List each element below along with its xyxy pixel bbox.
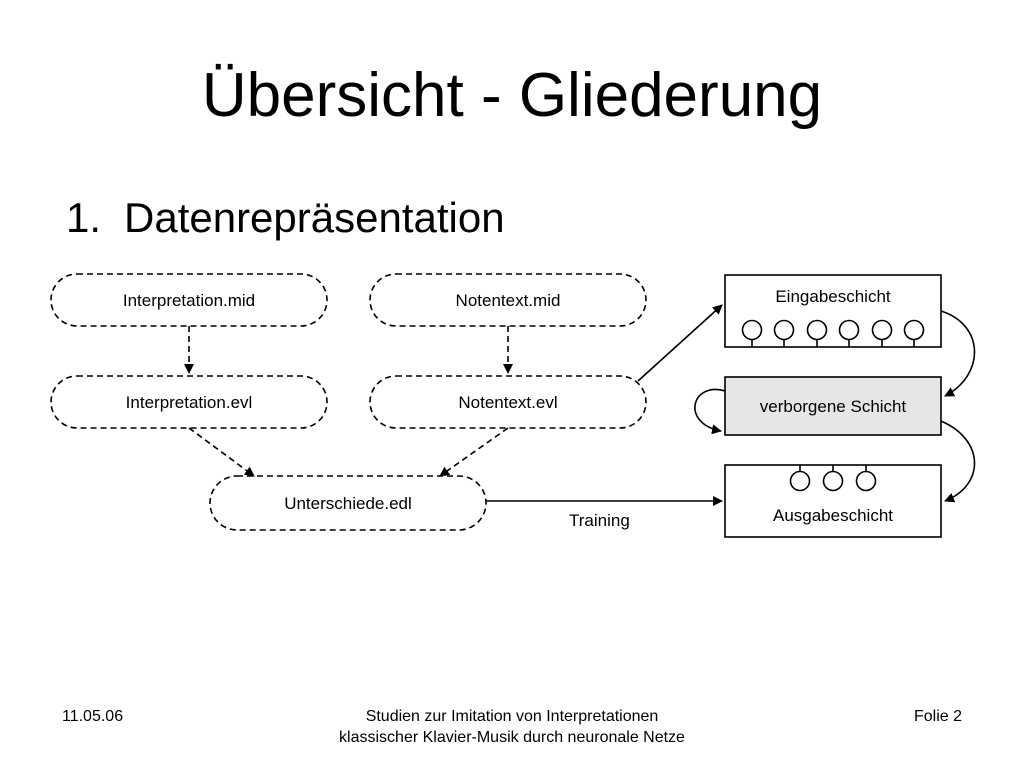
file-label-notentext-mid: Notentext.mid (456, 291, 561, 310)
file-label-notentext-evl: Notentext.evl (458, 393, 557, 412)
arrow-notentext-evl-to-input-layer (637, 304, 723, 382)
file-box-unterschiede-edl: Unterschiede.edl (209, 475, 487, 531)
file-label-unterschiede-edl: Unterschiede.edl (284, 494, 412, 513)
recurrent-loop-arrow (694, 388, 726, 435)
output-layer-box: Ausgabeschicht (724, 464, 942, 538)
footer-date: 11.05.06 (62, 708, 124, 725)
file-box-notentext-evl: Notentext.evl (369, 375, 647, 429)
input-neuron-6 (903, 319, 925, 347)
file-label-interpretation-evl: Interpretation.evl (126, 393, 253, 412)
arrow-notentext-evl-to-edl (439, 427, 509, 477)
arrow-input-to-hidden-layer (940, 310, 976, 397)
input-layer-label: Eingabeschicht (775, 287, 891, 306)
slide-title: Übersicht - Gliederung (201, 61, 823, 130)
output-neurons (789, 465, 877, 492)
file-box-notentext-mid: Notentext.mid (369, 273, 647, 327)
outline-number: 1. (66, 194, 102, 241)
hidden-layer-label: verborgene Schicht (760, 397, 907, 416)
footer-presentation-title: Studien zur Imitation von Interpretation… (262, 706, 762, 748)
hidden-layer-box: verborgene Schicht (724, 376, 942, 436)
input-neuron-1 (741, 319, 763, 347)
file-box-interpretation-mid: Interpretation.mid (50, 273, 328, 327)
footer-slide-number: Folie 2 (913, 708, 962, 725)
output-neuron-3 (855, 465, 877, 492)
footer-title-line-1: Studien zur Imitation von Interpretation… (365, 708, 659, 725)
outline-item-datenrepraesentation: 1. Datenrepräsentation (66, 192, 505, 244)
input-neuron-2 (773, 319, 795, 347)
file-label-interpretation-mid: Interpretation.mid (123, 291, 255, 310)
input-neuron-5 (871, 319, 893, 347)
arrow-interpretation-evl-to-edl (188, 427, 255, 477)
outline-label: Datenrepräsentation (124, 194, 505, 241)
output-neuron-1 (789, 465, 811, 492)
footer-title-line-2: klassischer Klavier-Musik durch neuronal… (339, 729, 685, 746)
output-neuron-2 (822, 465, 844, 492)
training-label: Training (569, 511, 630, 530)
input-neurons (741, 319, 925, 347)
file-box-interpretation-evl: Interpretation.evl (50, 375, 328, 429)
output-layer-label: Ausgabeschicht (773, 506, 893, 525)
input-neuron-4 (838, 319, 860, 347)
arrow-hidden-to-output-layer (940, 420, 976, 503)
input-neuron-3 (806, 319, 828, 347)
input-layer-box: Eingabeschicht (724, 274, 942, 348)
